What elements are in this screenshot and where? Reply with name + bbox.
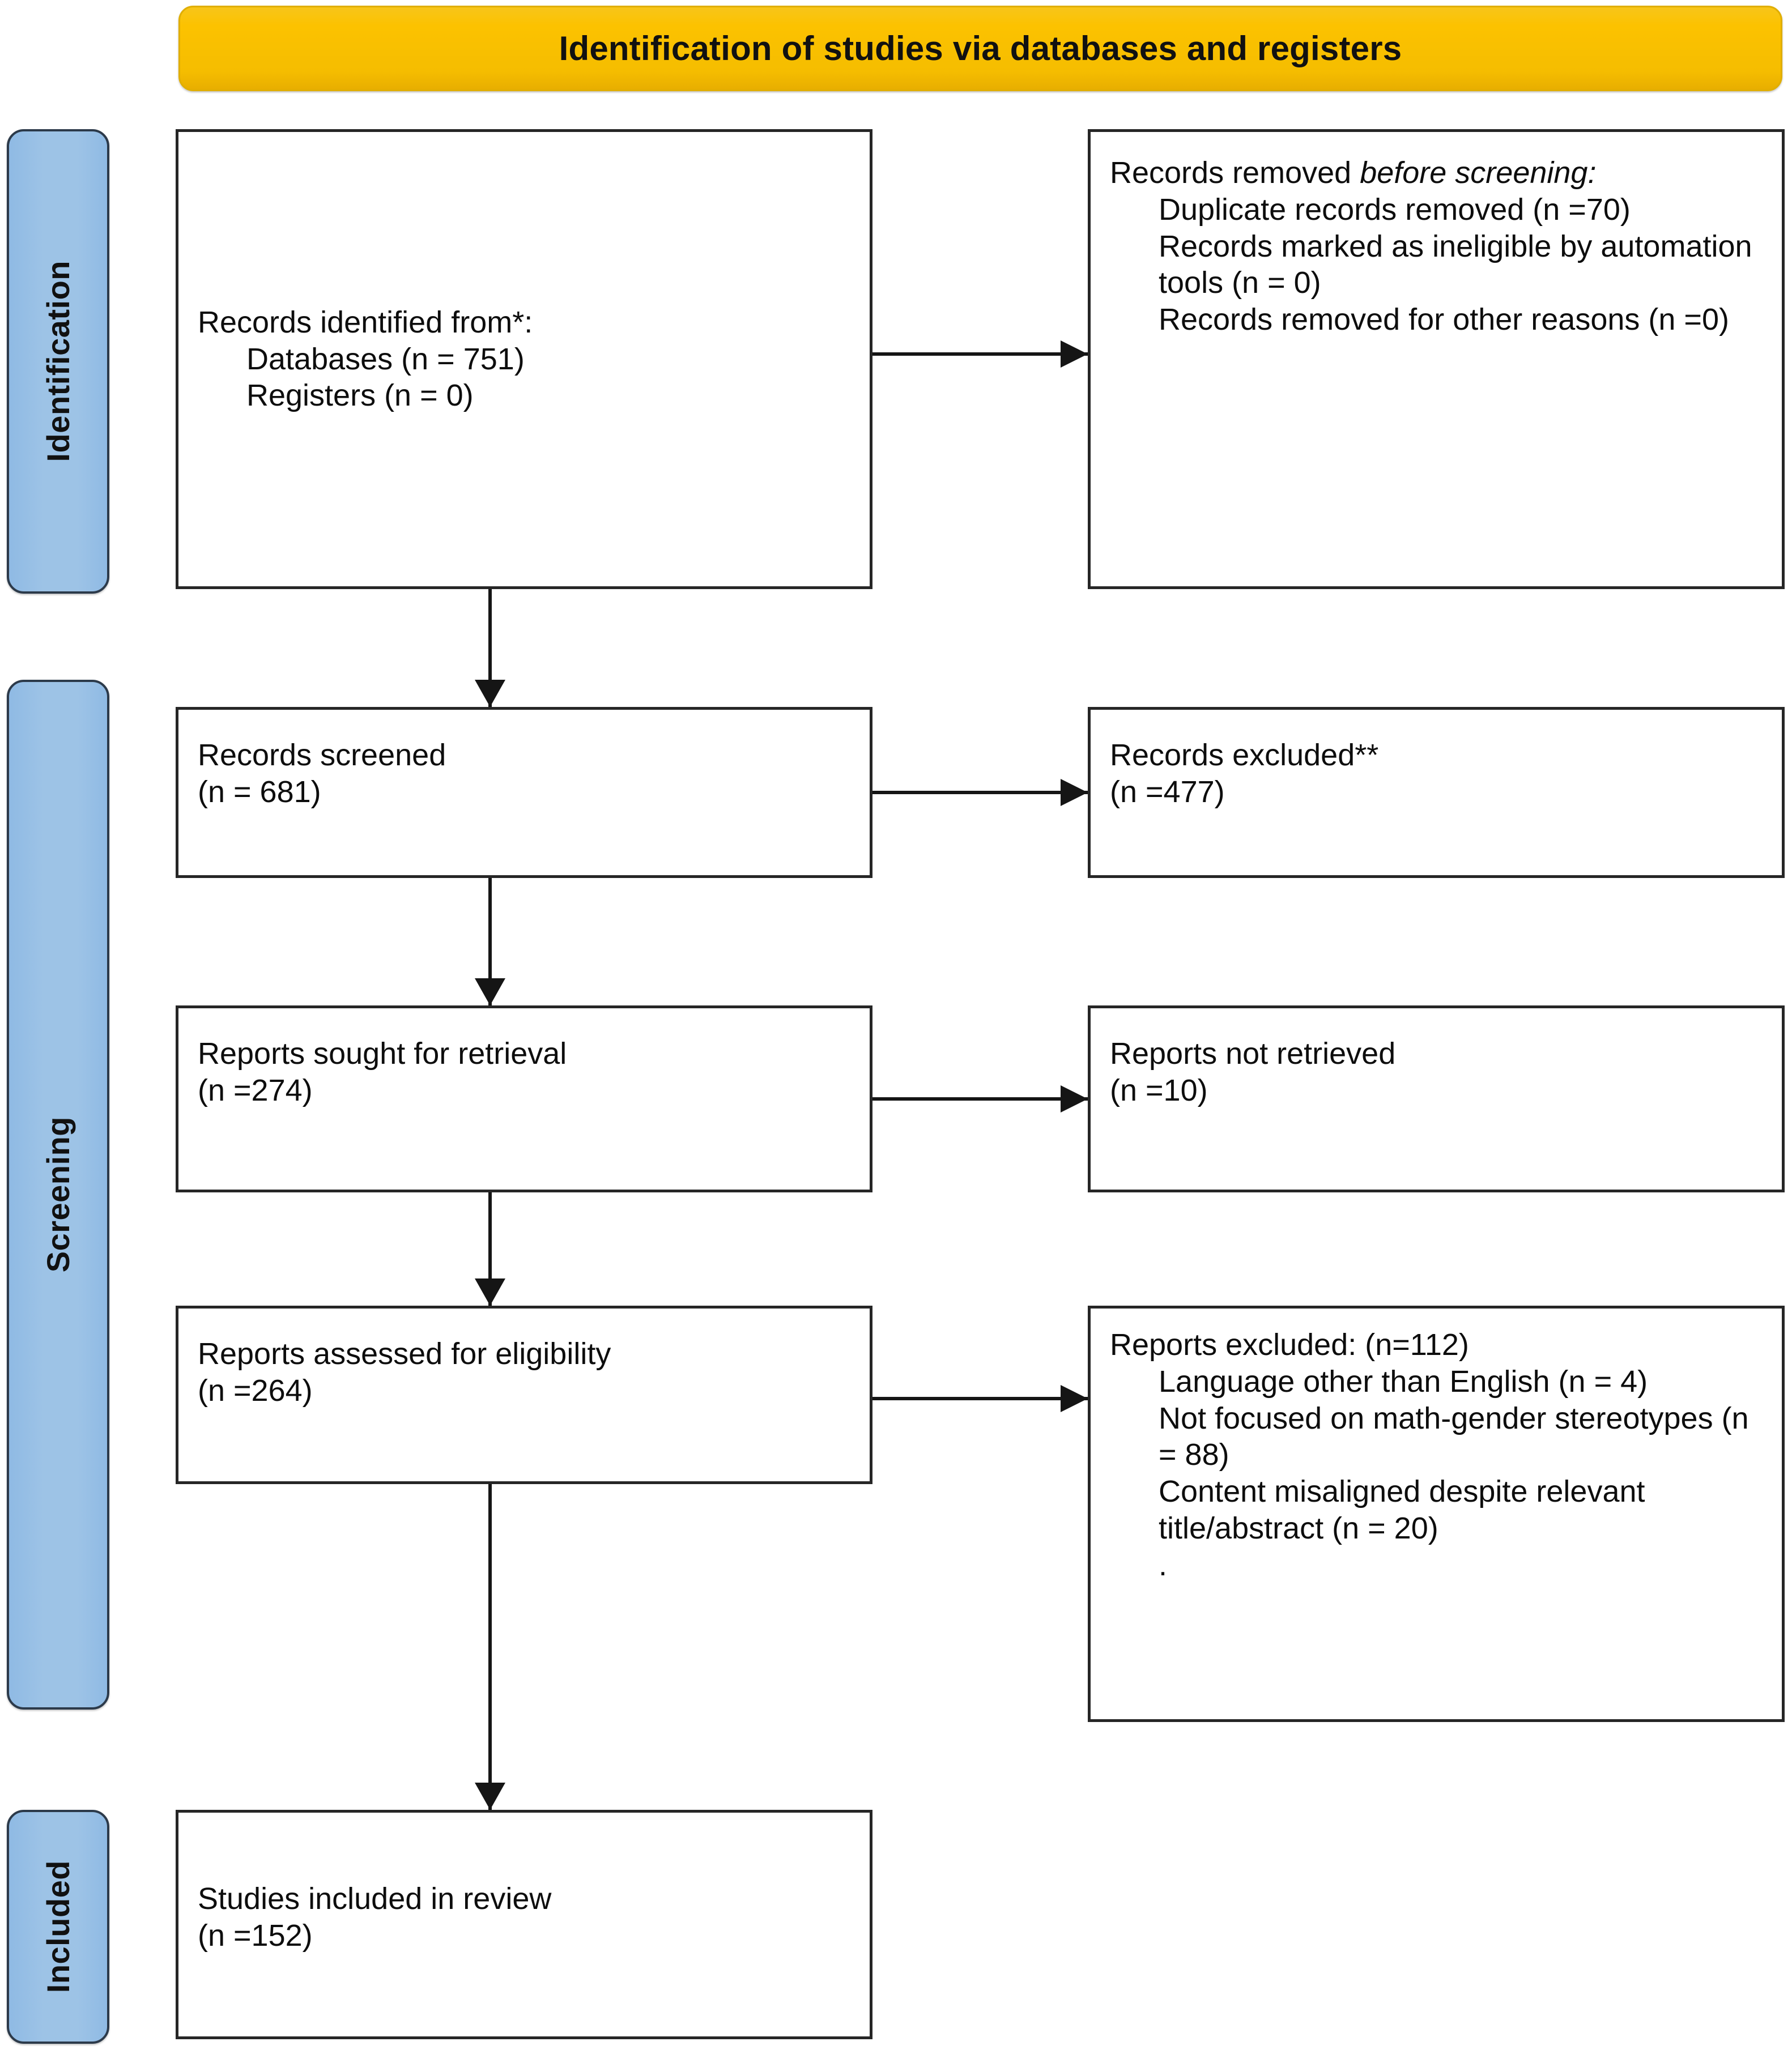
records-removed-heading: Records removed before screening: <box>1110 155 1763 191</box>
stage-label-screening: Screening <box>7 680 109 1710</box>
records-identified-registers: Registers (n = 0) <box>246 378 474 413</box>
stage-label-identification: Identification <box>7 129 109 594</box>
box-studies-included-in-review: Studies included in review (n =152) <box>176 1810 872 2039</box>
arrow-head-icon <box>1061 340 1088 368</box>
studies-included-count: (n =152) <box>198 1918 313 1953</box>
arrow-line <box>872 1097 1088 1101</box>
reports-assessed-label: Reports assessed for eligibility <box>198 1337 611 1371</box>
records-screened-label: Records screened <box>198 738 446 772</box>
records-identified-line1: Records identified from*: <box>198 305 533 339</box>
box-records-screened: Records screened (n = 681) <box>176 707 872 878</box>
box-reports-sought-for-retrieval: Reports sought for retrieval (n =274) <box>176 1005 872 1192</box>
reports-sought-label: Reports sought for retrieval <box>198 1037 567 1071</box>
arrow-identified-to-removed <box>872 340 1088 368</box>
arrow-head-icon <box>1061 779 1088 806</box>
diagram-title-text: Identification of studies via databases … <box>559 29 1402 67</box>
reports-not-retrieved-label: Reports not retrieved <box>1110 1037 1396 1071</box>
reports-excluded-reason-not-focused: Not focused on math-gender stereotypes (… <box>1159 1401 1757 1472</box>
box-reports-not-retrieved: Reports not retrieved (n =10) <box>1088 1005 1785 1192</box>
stage-label-included-text: Included <box>40 1860 76 1993</box>
arrow-line <box>488 1192 492 1306</box>
arrow-line <box>872 352 1088 356</box>
reports-excluded-trailing-period: . <box>1159 1548 1168 1582</box>
studies-included-label: Studies included in review <box>198 1882 552 1916</box>
arrow-head-icon <box>475 978 505 1005</box>
arrow-screened-to-excluded <box>872 779 1088 806</box>
records-removed-automation: Records marked as ineligible by automati… <box>1159 229 1761 300</box>
arrow-assessed-to-reports-excluded <box>872 1385 1088 1412</box>
records-removed-duplicates: Duplicate records removed (n =70) <box>1159 192 1631 227</box>
arrow-head-icon <box>475 1783 505 1810</box>
reports-not-retrieved-count: (n =10) <box>1110 1073 1208 1107</box>
arrow-head-icon <box>1061 1385 1088 1412</box>
arrow-line <box>488 1484 492 1810</box>
stage-label-identification-text: Identification <box>40 261 76 462</box>
arrow-line <box>872 791 1088 794</box>
stage-label-screening-text: Screening <box>40 1116 76 1273</box>
arrow-sought-to-not-retrieved <box>872 1085 1088 1113</box>
arrow-sought-to-assessed <box>475 1192 505 1306</box>
arrow-head-icon <box>475 1278 505 1306</box>
reports-assessed-count: (n =264) <box>198 1373 313 1408</box>
arrow-screened-to-sought <box>475 878 505 1005</box>
arrow-line <box>488 589 492 707</box>
box-records-excluded: Records excluded** (n =477) <box>1088 707 1785 878</box>
arrow-head-icon <box>1061 1085 1088 1113</box>
records-excluded-label: Records excluded** <box>1110 738 1379 772</box>
records-removed-heading-a: Records removed <box>1110 156 1360 190</box>
box-records-identified: Records identified from*: Databases (n =… <box>176 129 872 589</box>
reports-excluded-reason-misaligned: Content misaligned despite relevant titl… <box>1159 1474 1654 1545</box>
reports-excluded-heading: Reports excluded: (n=112) <box>1110 1328 1469 1362</box>
reports-sought-count: (n =274) <box>198 1073 313 1107</box>
records-screened-count: (n = 681) <box>198 774 321 809</box>
arrow-identified-to-screened <box>475 589 505 707</box>
box-records-removed-before-screening: Records removed before screening: Duplic… <box>1088 129 1785 589</box>
stage-label-included: Included <box>7 1810 109 2044</box>
arrow-assessed-to-included <box>475 1484 505 1810</box>
arrow-line <box>872 1397 1088 1400</box>
box-reports-excluded-with-reasons: Reports excluded: (n=112) Language other… <box>1088 1306 1785 1722</box>
records-removed-other: Records removed for other reasons (n =0) <box>1159 302 1729 337</box>
box-reports-assessed-for-eligibility: Reports assessed for eligibility (n =264… <box>176 1306 872 1484</box>
arrow-head-icon <box>475 680 505 707</box>
records-identified-databases: Databases (n = 751) <box>246 342 525 376</box>
reports-excluded-reason-language: Language other than English (n = 4) <box>1159 1364 1648 1399</box>
records-excluded-count: (n =477) <box>1110 774 1225 809</box>
diagram-title-banner: Identification of studies via databases … <box>178 6 1782 91</box>
arrow-line <box>488 878 492 1005</box>
records-removed-heading-italic: before screening <box>1360 156 1588 190</box>
records-removed-heading-colon: : <box>1587 156 1597 190</box>
